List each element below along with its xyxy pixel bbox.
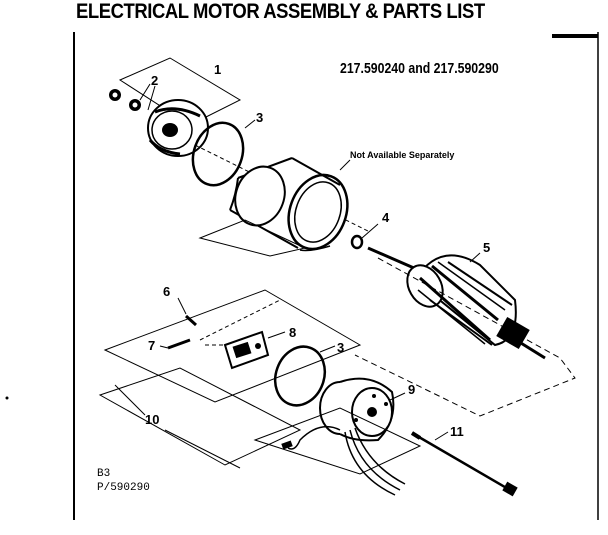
not-available-note: Not Available Separately: [350, 150, 455, 160]
callout-6: 6: [163, 284, 171, 299]
callout-9: 9: [408, 382, 416, 397]
part-code: P/590290: [97, 482, 150, 494]
o-ring-part-3-bottom: [273, 345, 327, 407]
callout-3: 3: [256, 110, 264, 125]
diagram-code: B3: [97, 468, 111, 480]
callout-2: 2: [151, 73, 159, 88]
end-bell-part-1: [147, 99, 209, 157]
group-outline-10b: [98, 367, 302, 466]
callout-10: 10: [145, 412, 160, 427]
screw-part-6: [177, 297, 198, 327]
lead-wires: [281, 425, 406, 496]
armature-outline: [354, 257, 576, 417]
armature-part-5: [367, 246, 546, 360]
page-title: ELECTRICAL MOTOR ASSEMBLY & PARTS LIST: [76, 0, 485, 23]
group-outline-10: [103, 289, 362, 403]
washer-part-4: [350, 234, 364, 250]
callout-1: 1: [214, 62, 222, 77]
callout-5: 5: [483, 240, 491, 255]
switch-block-part-8: [223, 330, 286, 370]
through-bolt-part-11: [410, 431, 518, 497]
title-underline: [552, 34, 598, 38]
callout-11: 11: [450, 424, 464, 439]
nuts-part-2: [109, 83, 156, 111]
bolt-plane: [253, 407, 422, 475]
callout-7: 7: [148, 338, 156, 353]
screw-part-7: [159, 338, 191, 350]
callout-8: 8: [289, 325, 297, 340]
end-cap-part-9: [319, 377, 406, 442]
callout-4: 4: [382, 210, 390, 225]
housing-shadow-plane: [198, 219, 307, 257]
callout-3-lower: 3: [337, 340, 345, 355]
motor-housing: [229, 157, 350, 252]
o-ring-part-3-top: [191, 121, 245, 187]
model-numbers: 217.590240 and 217.590290: [340, 60, 499, 77]
